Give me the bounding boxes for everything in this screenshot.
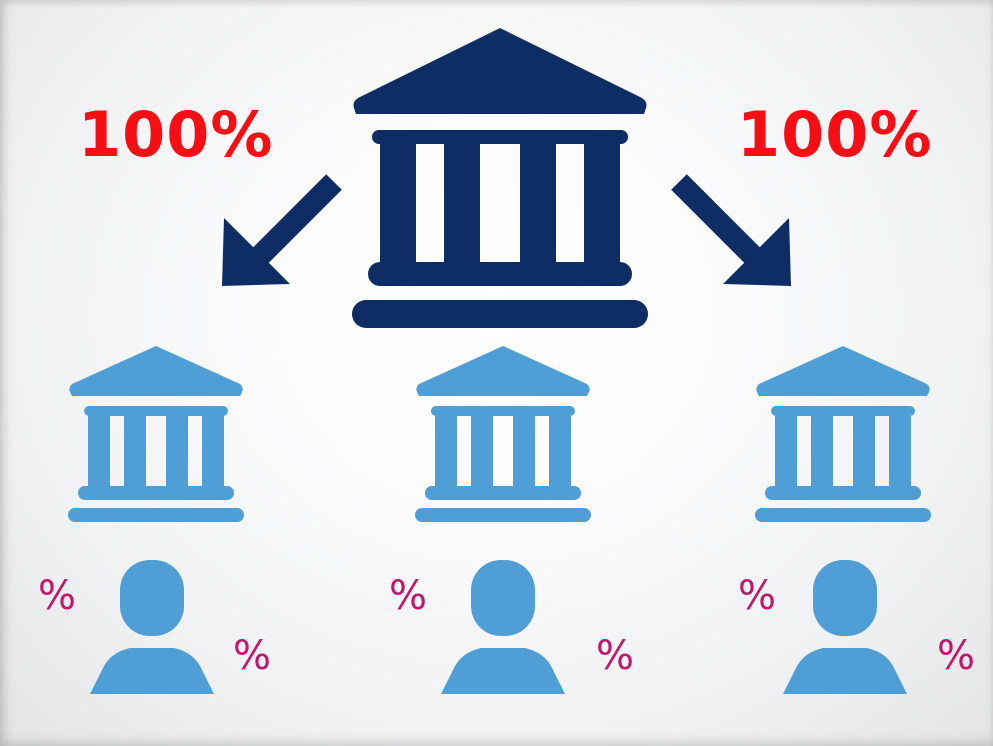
percent-sign: % [937,633,976,679]
percent-sign: % [233,633,272,679]
percent-sign: % [38,573,77,619]
arrow-down-right-icon [671,174,791,286]
percent-sign: % [596,633,635,679]
person-icon-center [441,560,565,694]
person-icon-left [90,560,214,694]
branch-bank-icon-left [68,346,244,522]
percent-sign: % [389,573,428,619]
central-bank-icon [352,28,648,328]
arrow-down-left-icon [222,174,342,286]
branch-bank-icon-right [755,346,931,522]
right-percent-label: 100% [737,98,933,171]
branch-bank-icon-center [415,346,591,522]
percent-sign: % [738,573,777,619]
person-icon-right [783,560,907,694]
left-percent-label: 100% [78,98,274,171]
